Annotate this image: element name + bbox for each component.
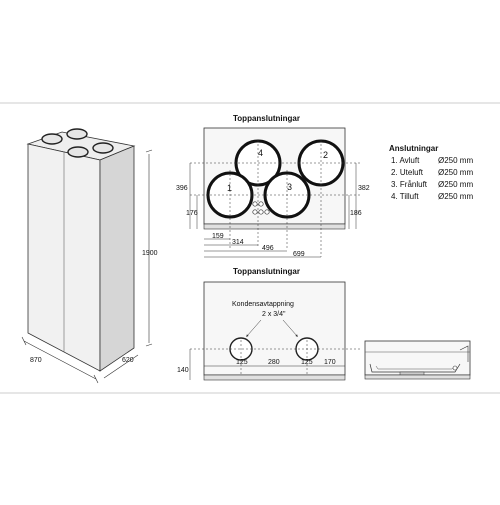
unit-side-face [99,145,135,372]
bottom-centerlines [190,340,360,375]
connection-4-size: Ø250 mm [438,192,473,201]
connection-3-label: 3. Frånluft [391,180,428,189]
top-view-title: Toppanslutningar [233,114,300,123]
dim-bottom-159: 159 [212,233,224,240]
dim-right-186: 186 [350,210,362,217]
bottom-view-base [203,374,346,381]
bottom-view: Toppanslutningar Kondensavtappning 2 x 3… [177,267,360,381]
dim-b-125-b: 125 [301,359,313,366]
duct-circle-2 [297,139,345,187]
duct-outlet-icon [41,133,63,145]
electrical-connectors [252,201,270,215]
unit-3d-view: 1900 870 620 [21,128,158,384]
condensate-arrow-right [282,319,298,337]
width-dim-label: 620 [122,357,134,364]
dim-bottom-699: 699 [293,251,305,258]
duct-label-3: 3 [287,182,292,192]
connections-legend: Anslutningar 1. Avluft Ø250 mm 2. Uteluf… [389,144,473,201]
duct-label-4: 4 [258,148,263,158]
dim-left-176: 176 [186,210,198,217]
width-dimension-line [103,354,139,379]
bottom-view-title: Toppanslutningar [233,267,300,276]
side-profile-detail [364,340,471,380]
connection-2-size: Ø250 mm [438,168,473,177]
connections-title: Anslutningar [389,144,438,153]
dim-b-170: 170 [324,359,336,366]
dim-bottom-140: 140 [177,367,189,374]
top-view: Toppanslutningar 1 2 3 4 [176,114,370,258]
connection-1-label: 1. Avluft [391,156,420,165]
duct-outlet-icon [66,128,88,140]
dim-b-125-a: 125 [236,359,248,366]
connection-1-size: Ø250 mm [438,156,473,165]
depth-dimension-line [23,340,97,380]
unit-duct-outlets [41,128,114,158]
dim-bottom-496: 496 [262,245,274,252]
dim-b-280: 280 [268,359,280,366]
duct-label-2: 2 [323,150,328,160]
condensate-size: 2 x 3/4" [262,311,286,318]
dim-right-382: 382 [358,185,370,192]
height-dim-label: 1900 [142,250,158,257]
condensate-label: Kondensavtappning [232,301,294,308]
depth-dim-label: 870 [30,357,42,364]
top-view-base [203,223,346,230]
dim-bottom-314: 314 [232,239,244,246]
bottom-view-panel [203,281,346,376]
duct-label-1: 1 [227,183,232,193]
duct-outlet-icon [92,142,114,154]
duct-outlet-icon [67,146,89,158]
centerlines [190,140,360,257]
connection-4-label: 4. Tilluft [391,192,419,201]
connection-2-label: 2. Uteluft [391,168,424,177]
connection-3-size: Ø250 mm [438,180,473,189]
condensate-arrow-left [246,319,262,337]
dim-left-396: 396 [176,185,188,192]
